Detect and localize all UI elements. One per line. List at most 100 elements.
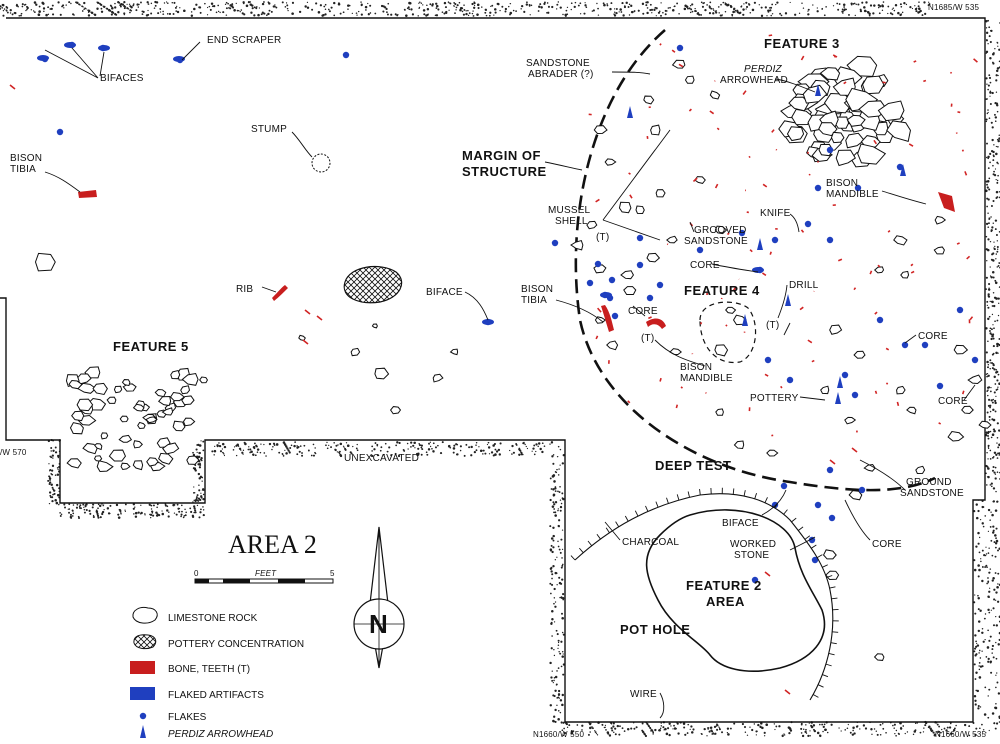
legend-limestone-swatch [132,607,158,624]
bone-fragment [964,171,968,176]
label-bison-tibia-left-1: BISON [10,153,42,164]
limestone-rock [199,376,209,384]
feature5-rock-cluster [65,366,200,472]
label-biface-mid: BIFACE [426,287,463,298]
flake-dot [636,261,644,269]
limestone-rock [604,158,617,166]
flake-dot [771,236,779,244]
limestone-rock [715,408,724,416]
flake-dot [646,294,654,302]
bone-fragment [688,108,692,112]
flake-dot [854,184,862,192]
flake-dot [956,306,964,314]
bison-mandible-center [646,318,666,329]
north-arrow: N [353,526,405,669]
limestone-rock [915,465,926,475]
limestone-rock [669,348,683,356]
flake-dot [808,536,816,544]
feature5-rock [181,372,199,386]
label-mussel-1: MUSSEL [548,205,591,216]
limestone-rock [449,348,459,356]
bone-fragment [966,255,971,260]
charcoal-hachure [634,510,639,517]
flake-dot [814,501,822,509]
limestone-rock [848,490,863,501]
perdiz-arrowhead-icon [835,392,841,404]
legend-label-bone: BONE, TEETH (T) [168,664,250,675]
flake-dot [804,220,812,228]
label-bison-tibia-left-2: TIBIA [10,164,36,175]
limestone-rock [655,189,666,198]
limestone-rock [684,75,695,84]
feature3-rock [835,149,857,167]
feature5-rock [108,449,127,462]
charcoal-hachure [596,533,601,540]
feature5-rock [181,395,195,406]
limestone-rock [733,440,745,450]
feature3-rock [862,75,885,95]
bone-fragment [811,359,815,363]
grid-label-bottom-mid: N1660/W 550 [533,730,584,739]
label-bison-mandible-c-2: MANDIBLE [680,373,733,384]
bone-fragment [800,229,805,233]
bone-fragment [768,34,773,37]
feature3-rock [788,96,810,112]
limestone-rock [953,344,969,355]
feature5-rock [132,403,145,412]
limestone-rock [643,95,655,105]
feature5-rock [93,455,103,462]
limestone-rock [822,549,837,560]
north-letter: N [369,609,388,639]
feature5-rock [113,385,123,394]
flake-dot [594,260,602,268]
legend-label-pottery: POTTERY CONCENTRATION [168,639,304,650]
label-core-right-1: CORE [918,331,948,342]
label-grooved-1: GROOVED [694,225,747,236]
label-bison-mandible-r-2: MANDIBLE [826,189,879,200]
bone-fragment [709,110,715,115]
bone-fragment [873,139,877,145]
charcoal-hachure [743,490,746,497]
bone-fragment [316,315,323,321]
feature5-rock [182,417,196,427]
flake-dot [656,281,664,289]
bone-fragment [799,306,804,311]
limestone-rock [933,246,945,255]
flaked-artifact [173,56,185,62]
charcoal-hachure [783,509,788,515]
limestone-rock [374,367,390,380]
flake-dot [826,236,834,244]
legend-flaked-swatch [130,687,155,700]
bone-fragment [595,198,600,203]
limestone-rock [650,124,661,136]
flake-dot [858,486,866,494]
feature5-rock [100,432,109,440]
feature5-rock [76,398,94,412]
limestone-rock [967,374,983,384]
feature5-rock [170,369,181,380]
flake-dot [828,514,836,522]
bone-fragment [957,111,961,114]
charcoal-hachure [817,684,824,688]
charcoal-hachure [754,492,757,499]
feature5-rock [69,422,84,435]
flake-dot [551,239,559,247]
label-perdiz-2: ARROWHEAD [720,75,788,86]
charcoal-hachure [605,527,610,533]
label-deep-test: DEEP TEST [655,458,732,473]
bone-fragment [749,249,753,253]
bone-fragment [896,401,900,407]
bone-fragment [973,58,978,63]
bone-fragment [716,127,720,131]
charcoal-hachure [830,642,837,645]
limestone-rock [853,350,866,359]
charcoal-hachure [825,663,832,667]
label-mussel-2: SHELL [555,216,588,227]
label-ground-1: GROUND [906,477,952,488]
limestone-rock [896,385,906,395]
label-core-mid: CORE [690,260,720,271]
bone-fragment [628,172,631,175]
label-rib: RIB [236,284,253,295]
feature5-rock [121,379,131,387]
